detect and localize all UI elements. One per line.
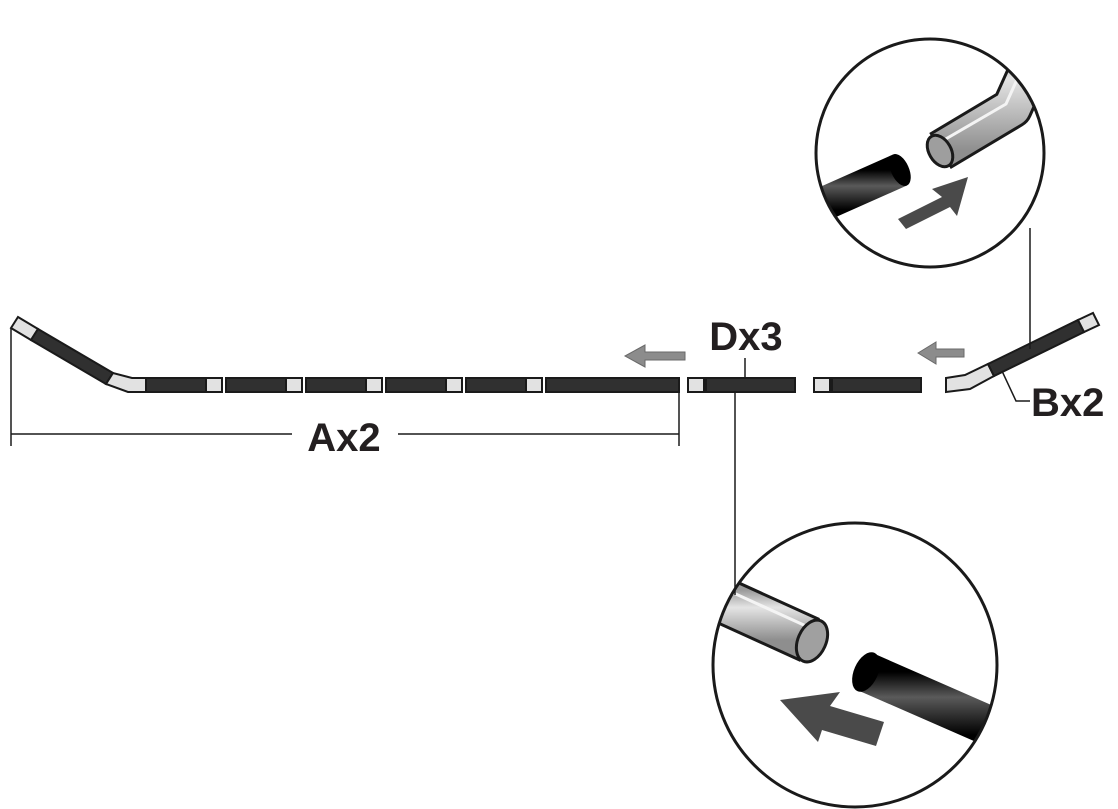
part-d-segment-2 <box>813 377 922 393</box>
part-a-angled-tube <box>29 327 115 386</box>
part-d-tube <box>831 377 922 393</box>
insert-arrow-icon <box>780 692 884 746</box>
part-a-joint-sleeve <box>525 377 543 393</box>
tube-insert-detail-icon <box>711 521 999 809</box>
part-a-label: Ax2 <box>307 416 380 460</box>
part-a-rod <box>9 315 680 393</box>
part-a-tube <box>545 377 680 393</box>
part-a-joint-sleeve <box>445 377 463 393</box>
part-d-segment-1 <box>687 377 796 393</box>
part-b-end-cap <box>1076 311 1101 334</box>
part-a-tube <box>385 377 447 393</box>
part-b-elbow-sleeve <box>945 362 996 394</box>
part-b-angled-tube <box>986 318 1086 378</box>
part-a-elbow-sleeve <box>104 371 147 393</box>
part-a-tube <box>225 377 287 393</box>
part-a-straight-run <box>145 377 680 393</box>
part-d-tube <box>705 377 796 393</box>
part-a-joint-sleeve <box>365 377 383 393</box>
part-d-sleeve <box>687 377 705 393</box>
left-arrow-icon <box>623 344 686 368</box>
part-a-dimension <box>10 328 680 446</box>
part-a-tube <box>305 377 367 393</box>
part-a-tube <box>145 377 207 393</box>
part-a-joint-sleeve <box>205 377 223 393</box>
part-d-sleeve <box>813 377 831 393</box>
insert-arrow-icon <box>898 177 968 229</box>
tube-insert-detail-icon <box>814 37 1046 269</box>
part-b-rod <box>945 311 1101 394</box>
part-b-leader <box>1001 370 1030 402</box>
left-arrow-icon <box>917 341 965 365</box>
part-a-joint-sleeve <box>285 377 303 393</box>
part-b-label: Bx2 <box>1031 381 1104 425</box>
part-a-tube <box>465 377 527 393</box>
part-d-label: Dx3 <box>709 315 782 359</box>
